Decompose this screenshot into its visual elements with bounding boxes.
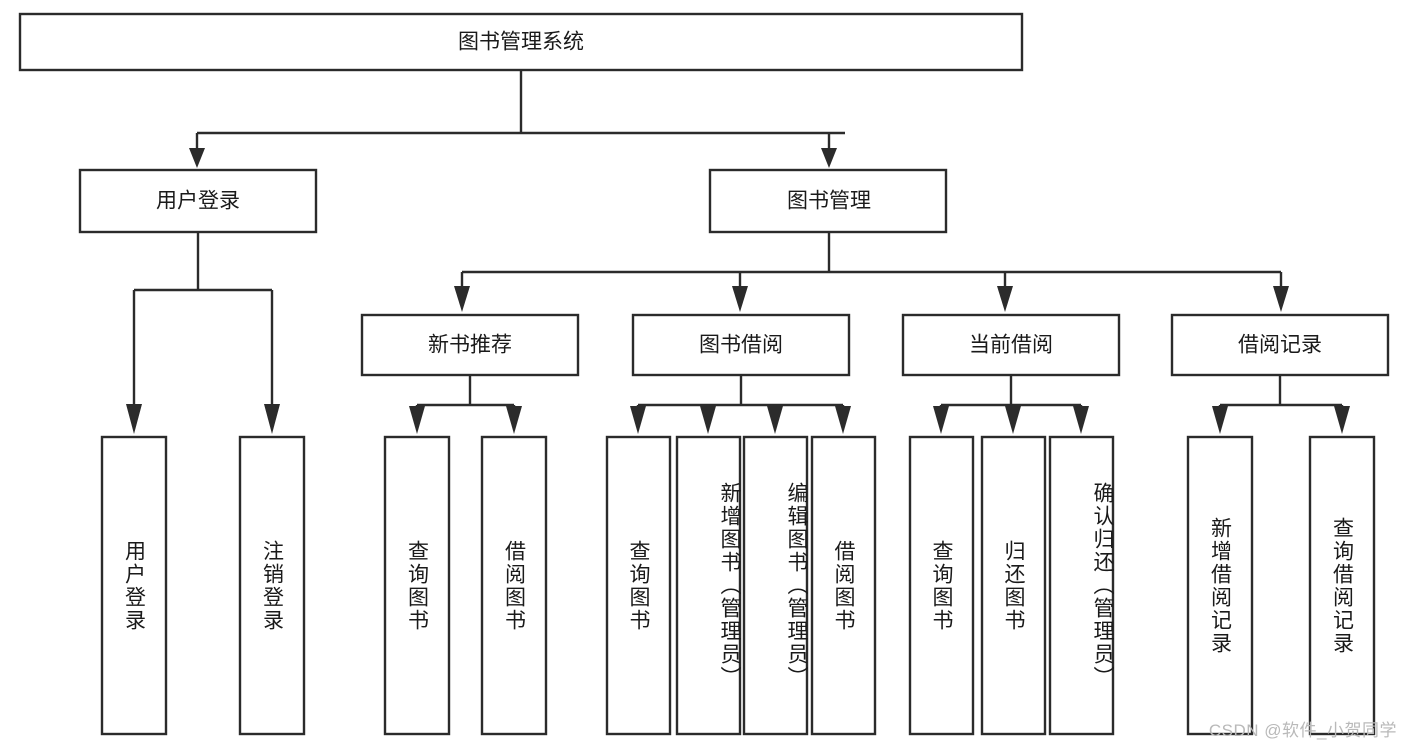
node-user-login[interactable]: 用户登录 — [78, 168, 318, 234]
arrow-head-leaf-5 — [630, 406, 646, 434]
arrow-head-leaf-11 — [1073, 406, 1089, 434]
leaf-box-query-book-current[interactable] — [908, 435, 975, 736]
connector-root-to-level2 — [189, 70, 845, 168]
leaf-box-query-book-new[interactable] — [383, 435, 451, 736]
arrow-head-leaf-8 — [835, 406, 851, 434]
arrow-head-leaf-1 — [126, 404, 142, 434]
connector-bookmgmt-to-level3 — [454, 232, 1289, 312]
connector-borrowrecord-to-leaves — [1212, 375, 1350, 434]
node-borrow-record[interactable]: 借阅记录 — [1170, 313, 1390, 377]
leaf-box-add-book-admin[interactable] — [675, 435, 742, 736]
arrow-head-borrow — [732, 286, 748, 312]
node-root[interactable]: 图书管理系统 — [18, 12, 1024, 72]
node-current-borrow[interactable]: 当前借阅 — [901, 313, 1121, 377]
node-book-management[interactable]: 图书管理 — [708, 168, 948, 234]
node-root-label: 图书管理系统 — [458, 31, 584, 54]
arrow-head-leaf-9 — [933, 406, 949, 434]
node-book-borrow-box[interactable] — [631, 313, 851, 377]
node-user-login-box[interactable] — [78, 168, 318, 234]
arrow-head-current — [997, 286, 1013, 312]
node-book-borrow[interactable]: 图书借阅 — [631, 313, 851, 377]
leaf-box-add-borrow-record[interactable] — [1186, 435, 1254, 736]
leaf-box-edit-book-admin[interactable] — [742, 435, 809, 736]
connector-bookborrow-to-leaves — [630, 375, 851, 434]
leaf-box-confirm-return-admin[interactable] — [1048, 435, 1115, 736]
node-root-box[interactable] — [18, 12, 1024, 72]
node-new-book-recommend-box[interactable] — [360, 313, 580, 377]
node-borrow-record-box[interactable] — [1170, 313, 1390, 377]
arrow-head-leaf-4 — [506, 406, 522, 434]
node-current-borrow-box[interactable] — [901, 313, 1121, 377]
leaf-box-borrow-book[interactable] — [810, 435, 877, 736]
arrow-head-leaf-12 — [1212, 406, 1228, 434]
arrow-head-leaf-6 — [700, 406, 716, 434]
connector-currentborrow-to-leaves — [933, 375, 1089, 434]
arrow-head-user-login — [189, 148, 205, 168]
leaf-box-borrow-book-new[interactable] — [480, 435, 548, 736]
node-book-borrow-label: 图书借阅 — [699, 334, 783, 357]
watermark-text: CSDN @软件_小贺同学 — [1208, 721, 1397, 740]
arrow-head-leaf-7 — [767, 406, 783, 434]
node-book-management-box[interactable] — [708, 168, 948, 234]
leaf-box-query-borrow-record[interactable] — [1308, 435, 1376, 736]
node-book-management-label: 图书管理 — [787, 190, 871, 213]
node-borrow-record-label: 借阅记录 — [1238, 334, 1322, 357]
node-current-borrow-label: 当前借阅 — [969, 334, 1053, 357]
arrow-head-new-book — [454, 286, 470, 312]
leaf-box-logout[interactable] — [238, 435, 306, 736]
leaf-box-user-login[interactable] — [100, 435, 168, 736]
arrow-head-record — [1273, 286, 1289, 312]
node-new-book-recommend-label: 新书推荐 — [428, 334, 512, 357]
arrow-head-leaf-2 — [264, 404, 280, 434]
connector-newbook-to-leaves — [409, 375, 522, 434]
leaf-box-query-book-borrow[interactable] — [605, 435, 672, 736]
arrow-head-leaf-10 — [1005, 406, 1021, 434]
arrow-head-leaf-3 — [409, 406, 425, 434]
connector-userlogin-to-leaves — [126, 232, 280, 434]
node-new-book-recommend[interactable]: 新书推荐 — [360, 313, 580, 377]
leaf-box-return-book[interactable] — [980, 435, 1047, 736]
arrow-head-book-mgmt — [821, 148, 837, 168]
node-user-login-label: 用户登录 — [156, 190, 240, 213]
arrow-head-leaf-13 — [1334, 406, 1350, 434]
